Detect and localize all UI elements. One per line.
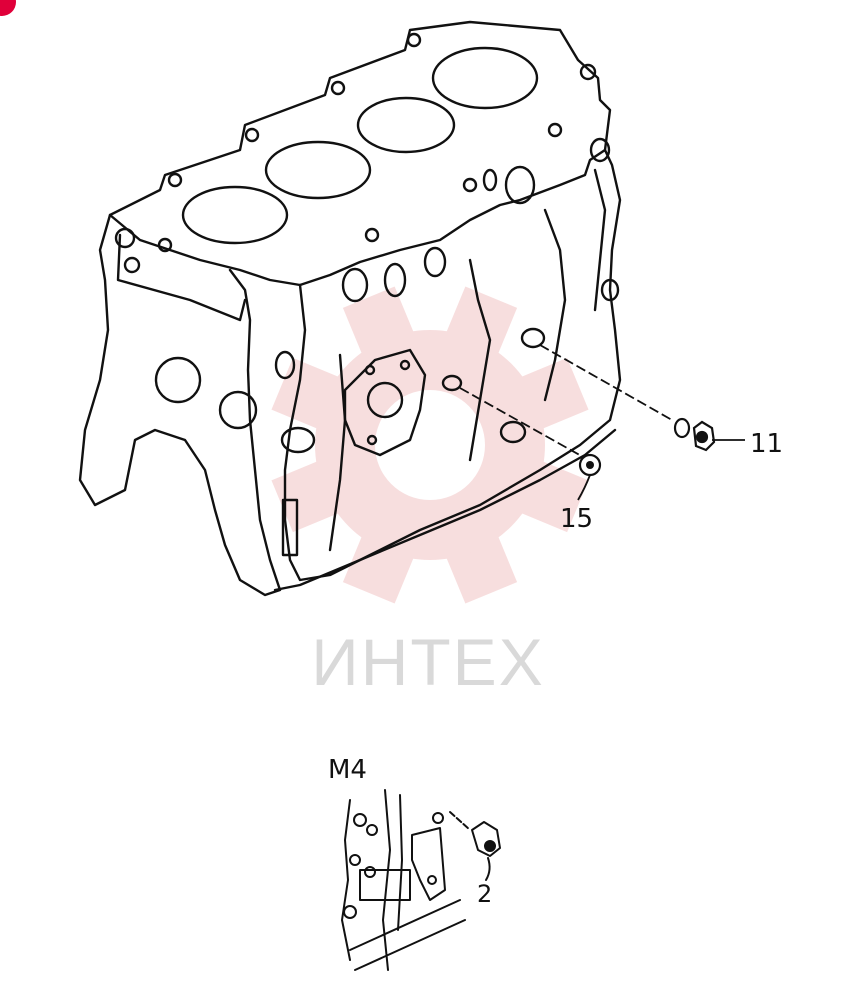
leader-lines (459, 344, 745, 501)
detail-bolt (427, 875, 437, 885)
mounting-boss (499, 420, 527, 444)
block-deck-outline (108, 20, 612, 287)
side-port (504, 165, 536, 205)
watermark-text: ИНТЕХ (311, 625, 544, 699)
flange-bolt (399, 359, 411, 371)
front-face-hole (218, 390, 258, 430)
detail-bolt (432, 812, 444, 824)
detail-rail (354, 919, 466, 971)
bolt-hole (364, 227, 380, 243)
bolt-hole (330, 80, 346, 96)
bolt-hole (167, 172, 183, 188)
side-port (383, 262, 407, 298)
detail-casting-edge (341, 799, 351, 961)
oil-pan-rail (273, 428, 617, 592)
detail-leader (449, 811, 471, 831)
sealing-washer (673, 417, 691, 439)
oil-filter-port (366, 381, 404, 419)
detail-rail (349, 899, 461, 951)
side-port (274, 350, 296, 380)
leader-line-11 (539, 344, 673, 421)
mounting-boss (441, 374, 463, 392)
bolt-hole (547, 122, 563, 138)
detail-bracket (411, 827, 446, 901)
bolt-hole (579, 63, 597, 81)
callout-label-11: 11 (750, 429, 783, 459)
part-15-plug (578, 453, 602, 477)
part-2-tip (484, 840, 496, 852)
side-port (423, 246, 447, 278)
flange-bolt (366, 434, 378, 446)
sender-body (692, 420, 716, 452)
dipstick-tube (281, 498, 299, 557)
front-face-hole (114, 227, 136, 249)
side-ridge (468, 258, 492, 462)
detail-bolt (353, 813, 367, 827)
mounting-boss (600, 278, 620, 302)
detail-view-drawing (341, 789, 501, 971)
bolt-hole (157, 237, 173, 253)
part-2-sender (471, 821, 501, 857)
mounting-boss (589, 137, 611, 163)
side-ridge (543, 208, 567, 402)
detail-rib (397, 794, 403, 931)
bolt-hole (462, 177, 478, 193)
detail-bolt (349, 854, 361, 866)
oil-filter-flange (343, 348, 427, 457)
bolt-hole (244, 127, 260, 143)
mounting-boss (280, 426, 316, 454)
front-face-hole (154, 356, 202, 404)
engine-block-drawing (78, 20, 622, 597)
cylinder-bore-4 (431, 46, 539, 110)
block-front-face (78, 213, 282, 597)
detail-bolt (343, 905, 357, 919)
cylinder-bore-2 (264, 140, 372, 200)
bolt-hole (406, 32, 422, 48)
detail-bolt (364, 866, 376, 878)
watermark-gear-icon (271, 286, 589, 604)
plug-center (586, 461, 594, 469)
detail-view-label: M4 (328, 755, 367, 785)
side-port (482, 168, 498, 192)
side-ridge (328, 353, 347, 552)
flange-bolt (364, 364, 376, 376)
side-port (341, 267, 369, 303)
detail-bolt (366, 824, 378, 836)
part-2-leader (485, 857, 491, 881)
callout-label-2: 2 (477, 880, 492, 908)
front-face-hole (123, 256, 141, 274)
side-ridge (593, 168, 607, 312)
corner-badge-icon (0, 0, 16, 16)
detail-rib (382, 789, 391, 971)
mounting-boss (520, 327, 546, 349)
leader-line-15-tail (577, 474, 591, 501)
callout-label-15: 15 (560, 504, 593, 534)
cylinder-bore-3 (356, 96, 456, 154)
leader-line-15 (459, 387, 586, 459)
front-face-inner (116, 233, 247, 322)
part-11-sender (673, 417, 716, 452)
sender-tip (695, 430, 709, 444)
detail-bracket-inner (359, 869, 411, 901)
cylinder-bore-1 (181, 185, 289, 245)
